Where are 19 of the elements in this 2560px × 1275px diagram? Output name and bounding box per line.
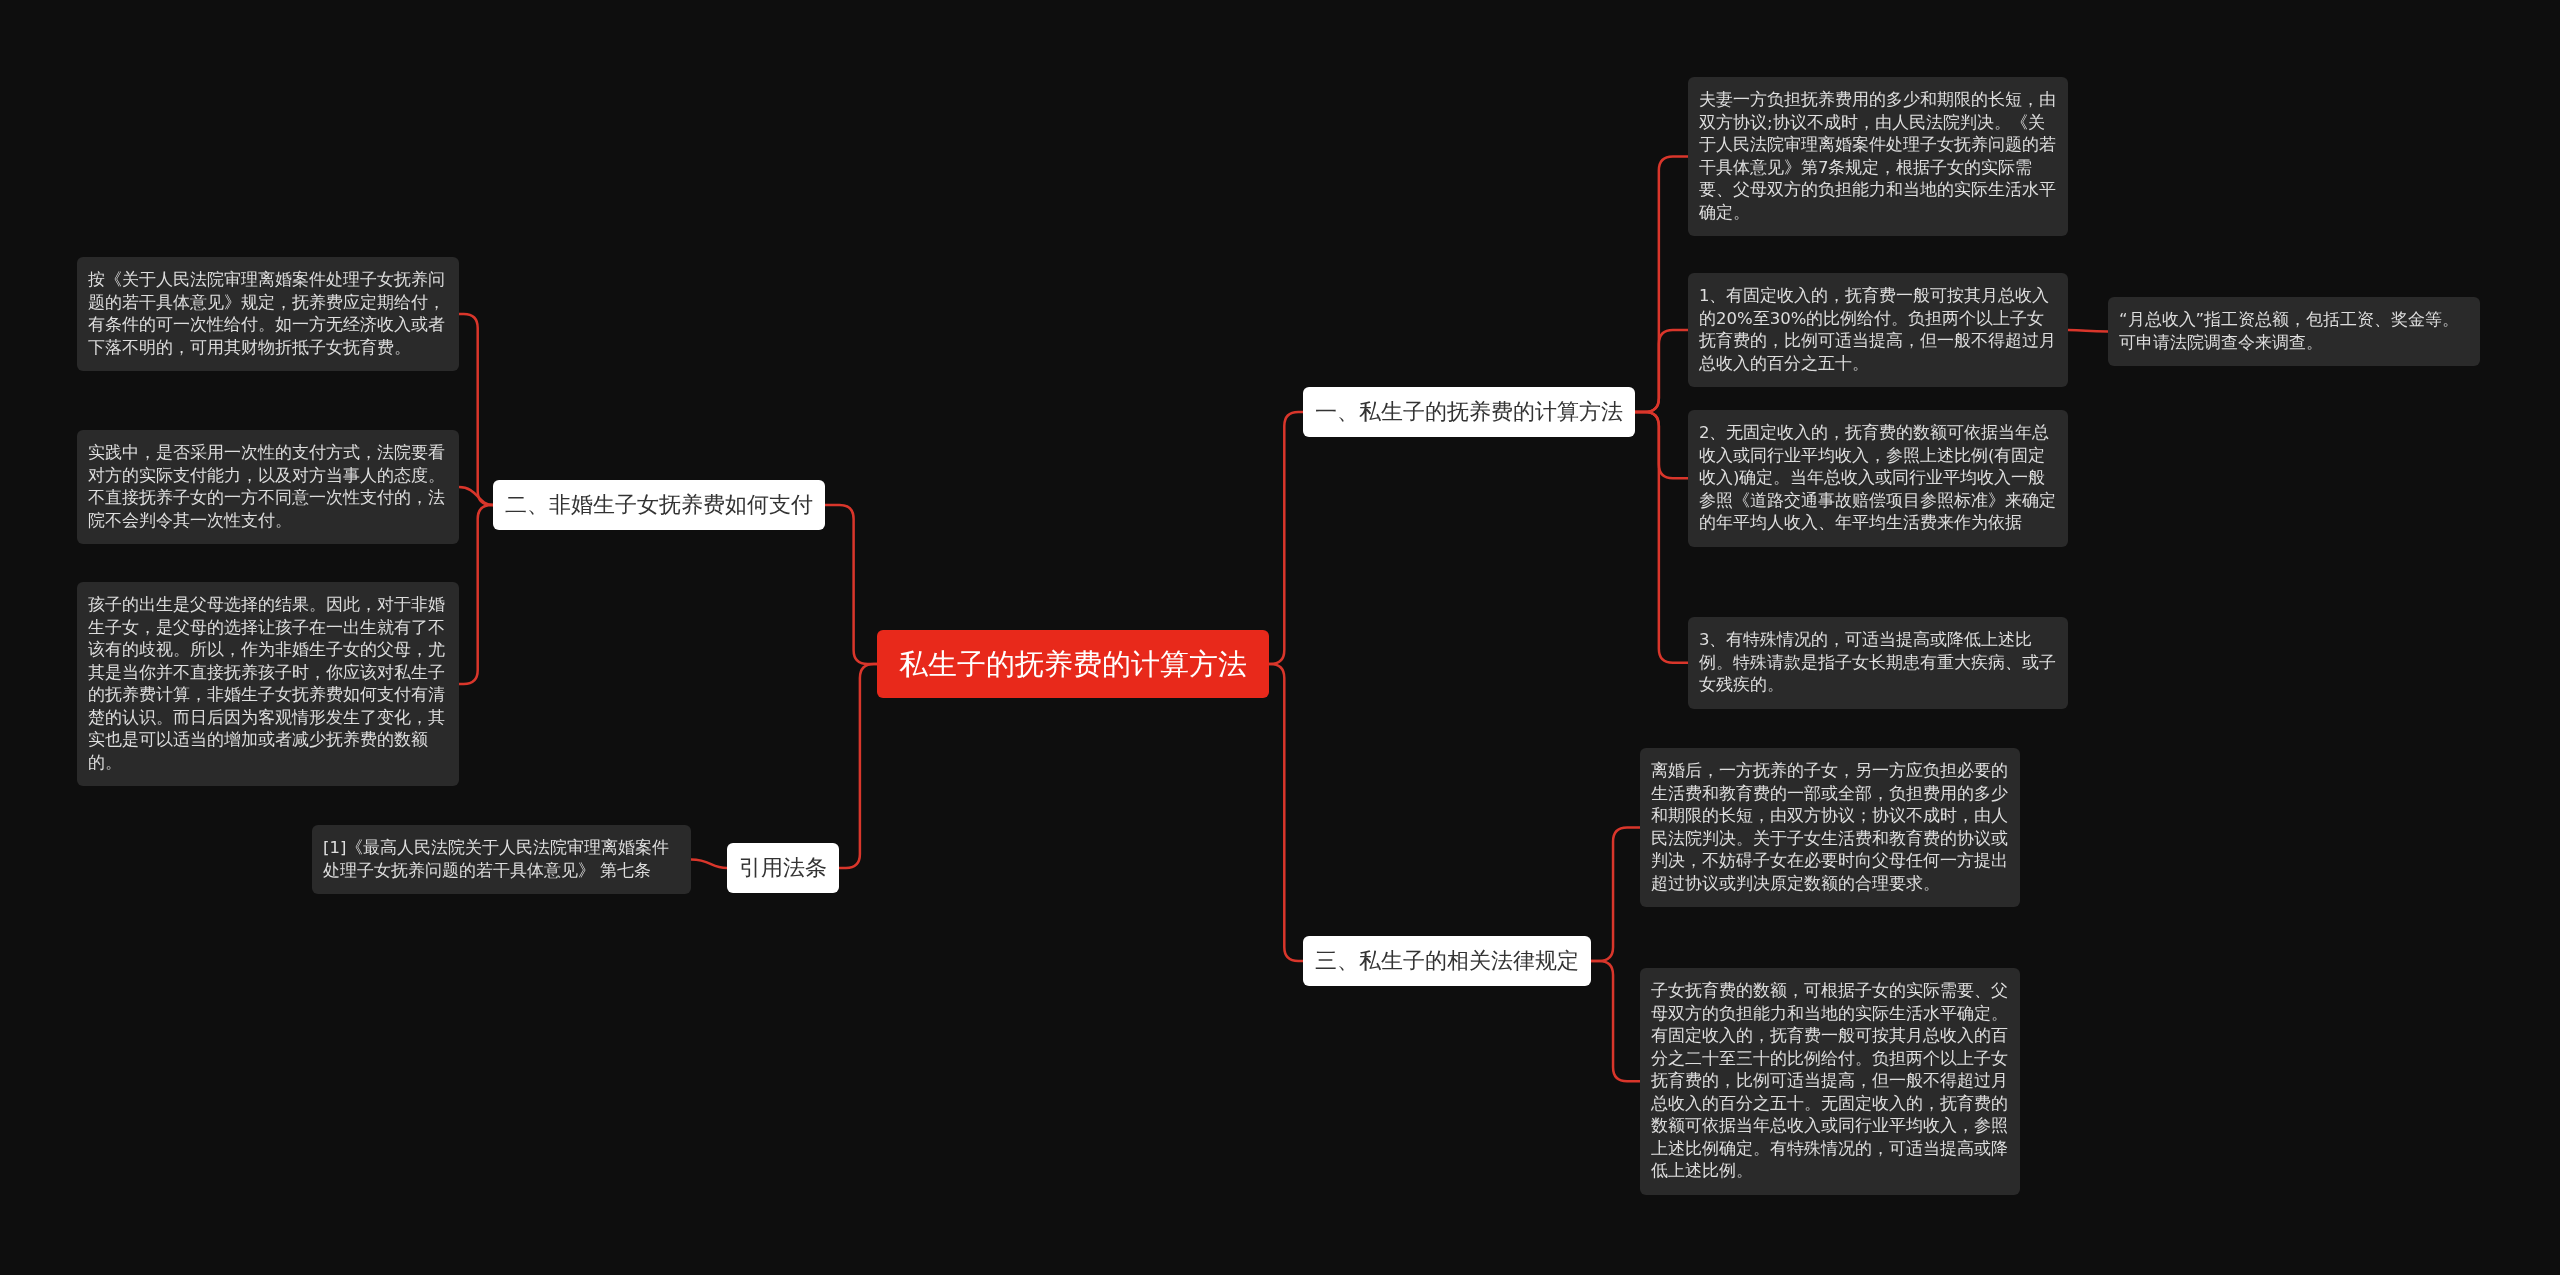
note-box: 子女抚育费的数额，可根据子女的实际需要、父母双方的负担能力和当地的实际生活水平确定。有固定收入的，抚育费一般可按其月总收入的百分之二十至三十的比例给付。负担两个以上子女抚育费的，比例可适当提高，但一般不得超过月总收入的百分之五十。无固定收入的，抚育费的数额可依据当年总收入或同行业平均收入，参照上述比例确定。有特殊情况的，可适当提高或降低上述比例。 <box>1640 968 2020 1195</box>
topic-box: 引用法条 <box>727 843 839 893</box>
note-box: 实践中，是否采用一次性的支付方式，法院要看对方的实际支付能力，以及对方当事人的态度。不直接抚养子女的一方不同意一次性支付的，法院不会判令其一次性支付。 <box>77 430 459 544</box>
note-box: 孩子的出生是父母选择的结果。因此，对于非婚生子女，是父母的选择让孩子在一出生就有了不该有的歧视。所以，作为非婚生子女的父母，尤其是当你并不直接抚养孩子时，你应该对私生子的抚养费计算，非婚生子女抚养费如何支付有清楚的认识。而日后因为客观情形发生了变化，其实也是可以适当的增加或者减少抚养费的数额的。 <box>77 582 459 786</box>
note-box: 按《关于人民法院审理离婚案件处理子女抚养问题的若干具体意见》规定，抚养费应定期给付，有条件的可一次性给付。如一方无经济收入或者下落不明的，可用其财物折抵子女抚育费。 <box>77 257 459 371</box>
topic-box: 二、非婚生子女抚养费如何支付 <box>493 480 825 530</box>
connector-line <box>458 485 494 507</box>
topic-box: 一、私生子的抚养费的计算方法 <box>1303 387 1635 437</box>
note-box: 1、有固定收入的，抚育费一般可按其月总收入的20%至30%的比例给付。负担两个以上子女抚育费的，比例可适当提高，但一般不得超过月总收入的百分之五十。 <box>1688 273 2068 387</box>
topic-box: 三、私生子的相关法律规定 <box>1303 936 1591 986</box>
note-box: 离婚后，一方抚养的子女，另一方应负担必要的生活费和教育费的一部或全部，负担费用的多少和期限的长短，由双方协议；协议不成时，由人民法院判决。关于子女生活费和教育费的协议或判决，不妨碍子女在必要时向父母任何一方提出超过协议或判决原定数额的合理要求。 <box>1640 748 2020 907</box>
note-box: 3、有特殊情况的，可适当提高或降低上述比例。特殊请款是指子女长期患有重大疾病、或子女残疾的。 <box>1688 617 2068 709</box>
note-box: 2、无固定收入的，抚育费的数额可依据当年总收入或同行业平均收入，参照上述比例(有固定收入)确定。当年总收入或同行业平均收入一般参照《道路交通事故赔偿项目参照标准》来确定的年平均人收入、年平均生活费来作为依据 <box>1688 410 2068 547</box>
note-box: 夫妻一方负担抚养费用的多少和期限的长短，由双方协议;协议不成时，由人民法院判决。《关于人民法院审理离婚案件处理子女抚养问题的若干具体意见》第7条规定，根据子女的实际需要、父母双方的负担能力和当地的实际生活水平确定。 <box>1688 77 2068 236</box>
connector-line <box>690 858 728 870</box>
central-topic-box: 私生子的抚养费的计算方法 <box>877 630 1269 698</box>
note-box: “月总收入”指工资总额，包括工资、奖金等。可申请法院调查令来调查。 <box>2108 297 2480 366</box>
connector-line <box>2068 328 2108 333</box>
note-box: [1]《最高人民法院关于人民法院审理离婚案件处理子女抚养问题的若干具体意见》 第七条 <box>312 825 691 894</box>
